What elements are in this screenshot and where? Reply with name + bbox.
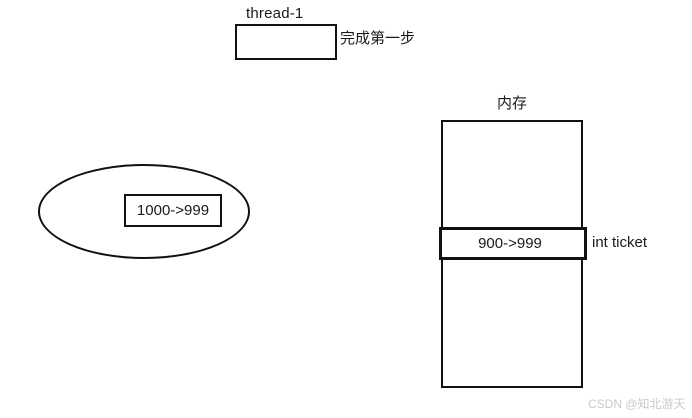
memory-variable-label: int ticket [592, 234, 648, 251]
memory-ticket-value: 900->999 [478, 234, 542, 252]
thread-local-value: 1000->999 [136, 201, 210, 219]
memory-cell-empty-upper [443, 122, 581, 228]
thread-box-label: thread-1 [246, 5, 304, 22]
csdn-watermark: CSDN @知北游天 [588, 397, 686, 411]
thread-box [235, 24, 337, 60]
memory-label: 内存 [497, 95, 528, 112]
thread-local-value-box: 1000->999 [124, 194, 222, 227]
memory-cell-ticket: 900->999 [439, 227, 587, 260]
step-annotation: 完成第一步 [340, 30, 416, 47]
